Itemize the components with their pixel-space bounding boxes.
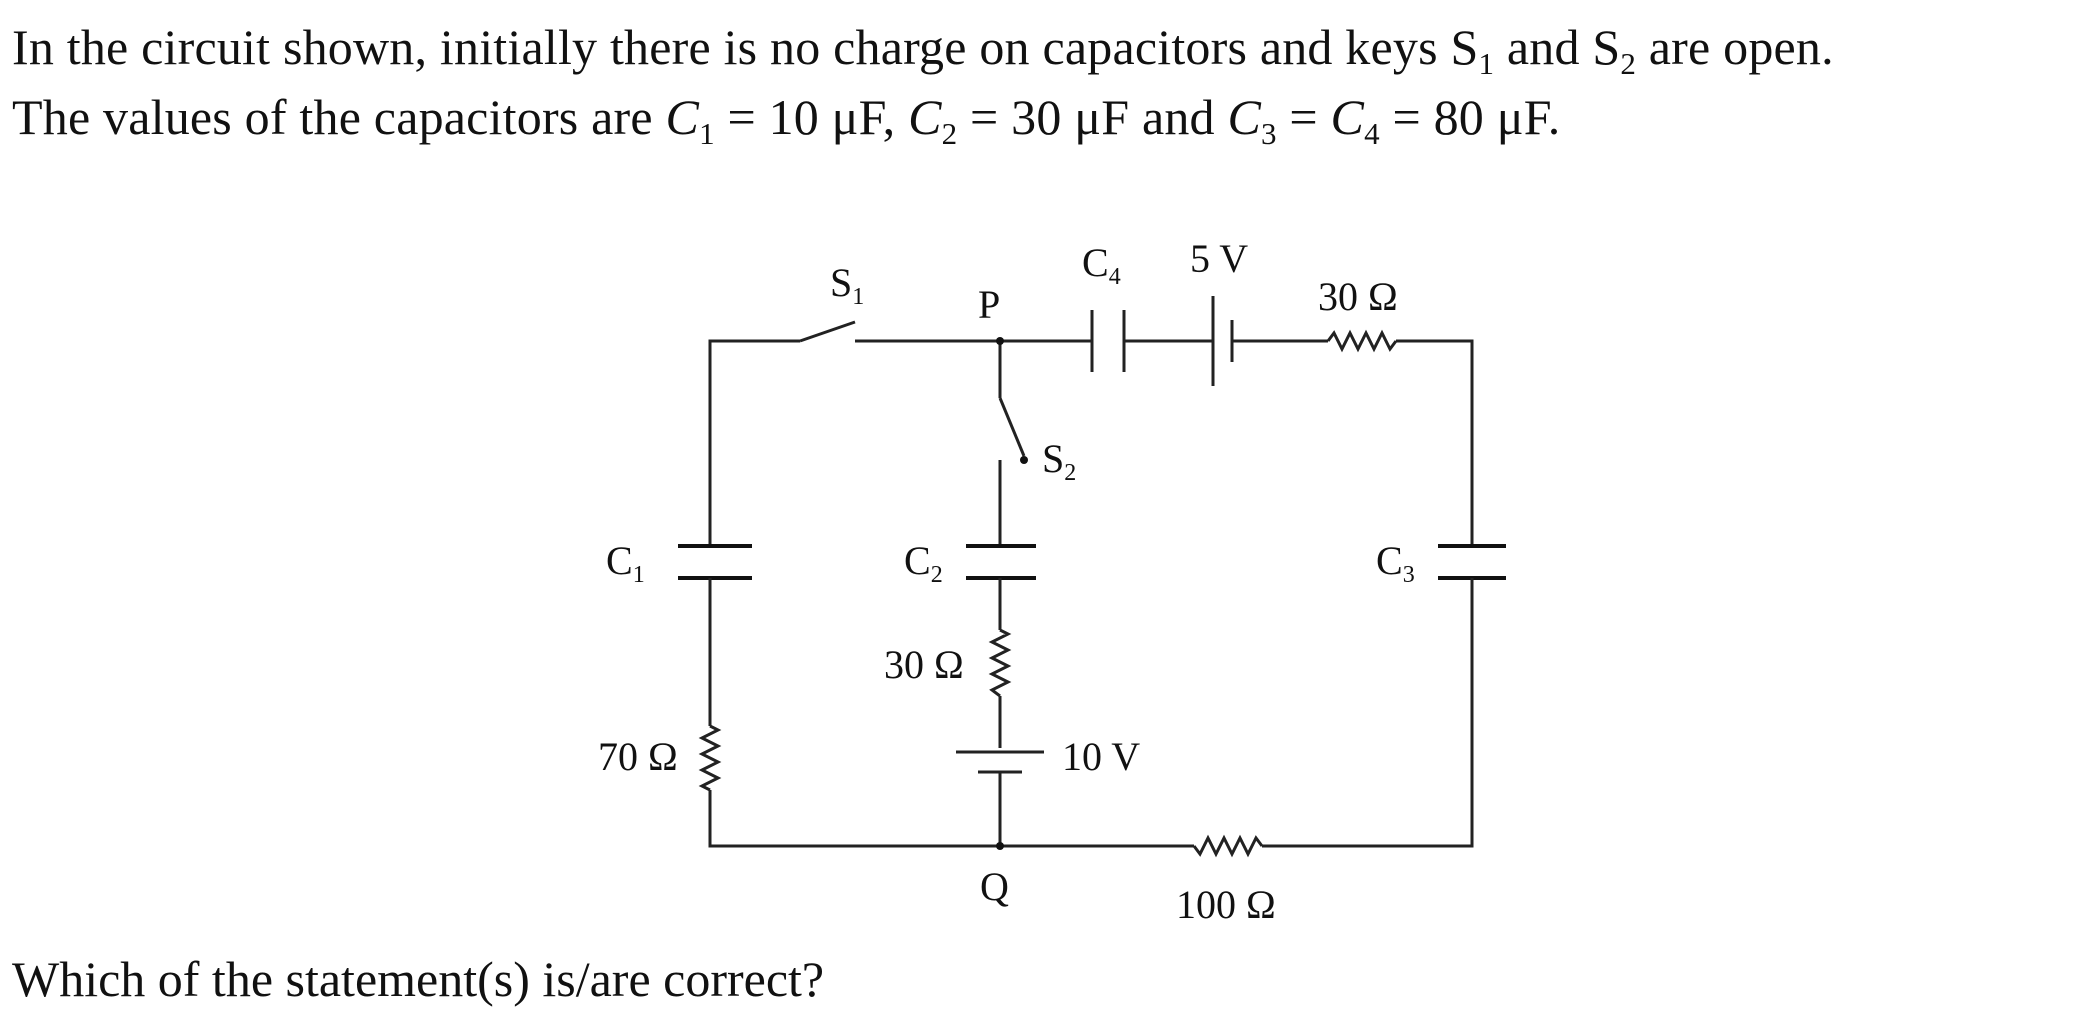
line1-text-a: In the circuit shown, initially there is… <box>12 19 1479 75</box>
wire-top-right <box>1396 339 1474 546</box>
question-line-1: In the circuit shown, initially there is… <box>12 18 1834 82</box>
resistor-30-ohm-top <box>1326 329 1398 353</box>
node-q-dot <box>996 842 1004 850</box>
label-s2-sub: 2 <box>1064 460 1076 486</box>
label-c4-letter: C <box>1082 240 1109 285</box>
resistor-30-ohm-middle <box>988 628 1012 698</box>
switch-s2-blade <box>998 397 1026 457</box>
label-c1-letter: C <box>606 538 633 583</box>
label-node-p: P <box>978 282 1000 327</box>
label-battery-10v: 10 V <box>1062 734 1140 779</box>
label-c3: C3 <box>1376 538 1415 588</box>
label-s1-sub: 1 <box>852 284 864 310</box>
c4-value: = 80 μF. <box>1379 89 1561 145</box>
resistor-70-ohm <box>698 724 722 792</box>
label-c3-sub: 3 <box>1403 562 1415 588</box>
line1-text-c: are open. <box>1636 19 1834 75</box>
label-c2: C2 <box>904 538 943 588</box>
label-resistor-left: 70 Ω <box>598 734 678 779</box>
question-prompt: Which of the statement(s) is/are correct… <box>12 951 825 1007</box>
label-s1: S1 <box>830 260 864 310</box>
c3-symbol: C <box>1227 89 1262 145</box>
label-resistor-bottom: 100 Ω <box>1176 882 1276 927</box>
c4-symbol: C <box>1330 89 1365 145</box>
label-resistor-top: 30 Ω <box>1318 274 1398 319</box>
wire-left-bottom <box>708 790 1000 848</box>
c1-symbol: C <box>665 89 700 145</box>
resistor-100-ohm <box>1192 834 1264 858</box>
label-s1-letter: S <box>830 260 852 305</box>
c4-subscript: 4 <box>1364 115 1380 151</box>
label-c3-letter: C <box>1376 538 1403 583</box>
line1-s2-sub: 2 <box>1620 45 1637 81</box>
label-battery-5v: 5 V <box>1190 236 1248 281</box>
c1-value: = 10 μF, <box>714 89 909 145</box>
label-c2-sub: 2 <box>931 562 943 588</box>
label-node-q: Q <box>980 864 1009 909</box>
line1-s1-sub: 1 <box>1478 45 1495 81</box>
label-c4-sub: 4 <box>1109 264 1121 290</box>
label-c1: C1 <box>606 538 645 588</box>
question-line-2: The values of the capacitors are C1 = 10… <box>12 88 1560 152</box>
c2-value: = 30 μF and <box>957 89 1228 145</box>
switch-s2-contact <box>1020 456 1028 464</box>
c2-subscript: 2 <box>941 115 958 151</box>
label-s2-letter: S <box>1042 436 1064 481</box>
line1-text-b: and S <box>1494 19 1621 75</box>
switch-s1-blade <box>799 320 856 343</box>
line2-intro: The values of the capacitors are <box>12 89 666 145</box>
wire-top-left <box>708 339 800 546</box>
equals-sign: = <box>1276 89 1331 145</box>
wire-right-bottom <box>1262 578 1474 848</box>
c2-symbol: C <box>908 89 942 145</box>
label-resistor-middle: 30 Ω <box>884 642 964 687</box>
c3-subscript: 3 <box>1261 115 1277 151</box>
label-s2: S2 <box>1042 436 1076 486</box>
label-c1-sub: 1 <box>633 562 645 588</box>
c1-subscript: 1 <box>699 115 715 151</box>
label-c4: C4 <box>1082 240 1121 290</box>
node-p-dot <box>996 337 1004 345</box>
label-c2-letter: C <box>904 538 931 583</box>
